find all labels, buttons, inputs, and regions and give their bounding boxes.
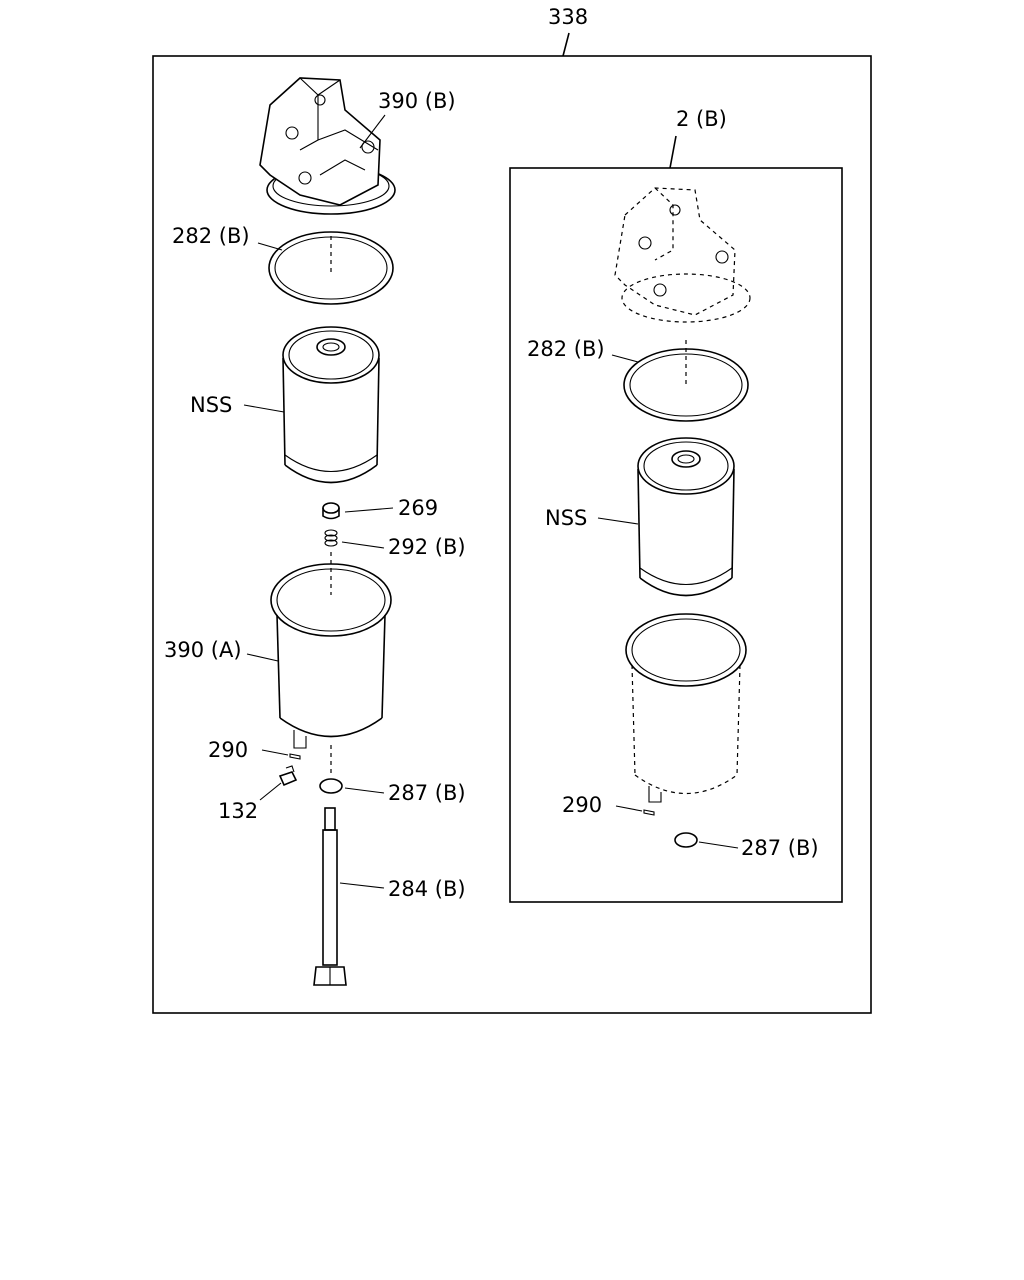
left-drain-label: 290 <box>208 738 248 762</box>
left-filter-element <box>282 326 380 484</box>
left-gasket <box>319 778 343 794</box>
left-seal-label: 269 <box>398 496 438 520</box>
right-drain-label: 290 <box>562 793 602 817</box>
outer-frame <box>152 55 872 1014</box>
right-oring-label: 282 (B) <box>527 337 605 361</box>
left-plug-label: 132 <box>218 799 258 823</box>
left-bowl <box>270 552 392 749</box>
left-bracket-label: 390 (B) <box>378 89 456 113</box>
left-oring <box>268 231 394 305</box>
inner-frame <box>509 167 843 903</box>
right-drain-pin <box>643 809 655 816</box>
left-seal <box>322 502 340 520</box>
assembly-label: 338 <box>548 5 588 29</box>
left-gasket-label: 287 (B) <box>388 781 466 805</box>
right-bracket-head <box>614 187 751 323</box>
left-drain-pin <box>289 753 301 760</box>
subassembly-label: 2 (B) <box>676 107 727 131</box>
right-filter-element <box>637 437 735 597</box>
left-spring-label: 292 (B) <box>388 535 466 559</box>
right-gasket-label: 287 (B) <box>741 836 819 860</box>
left-plug <box>278 765 298 787</box>
left-element-label: NSS <box>190 393 232 417</box>
right-bowl <box>625 613 747 803</box>
left-bowl-label: 390 (A) <box>164 638 242 662</box>
left-spring <box>324 529 338 547</box>
left-bolt-label: 284 (B) <box>388 877 466 901</box>
left-oring-label: 282 (B) <box>172 224 250 248</box>
left-bolt <box>313 807 347 986</box>
right-gasket <box>674 832 698 848</box>
left-bracket-head <box>259 77 396 215</box>
right-element-label: NSS <box>545 506 587 530</box>
